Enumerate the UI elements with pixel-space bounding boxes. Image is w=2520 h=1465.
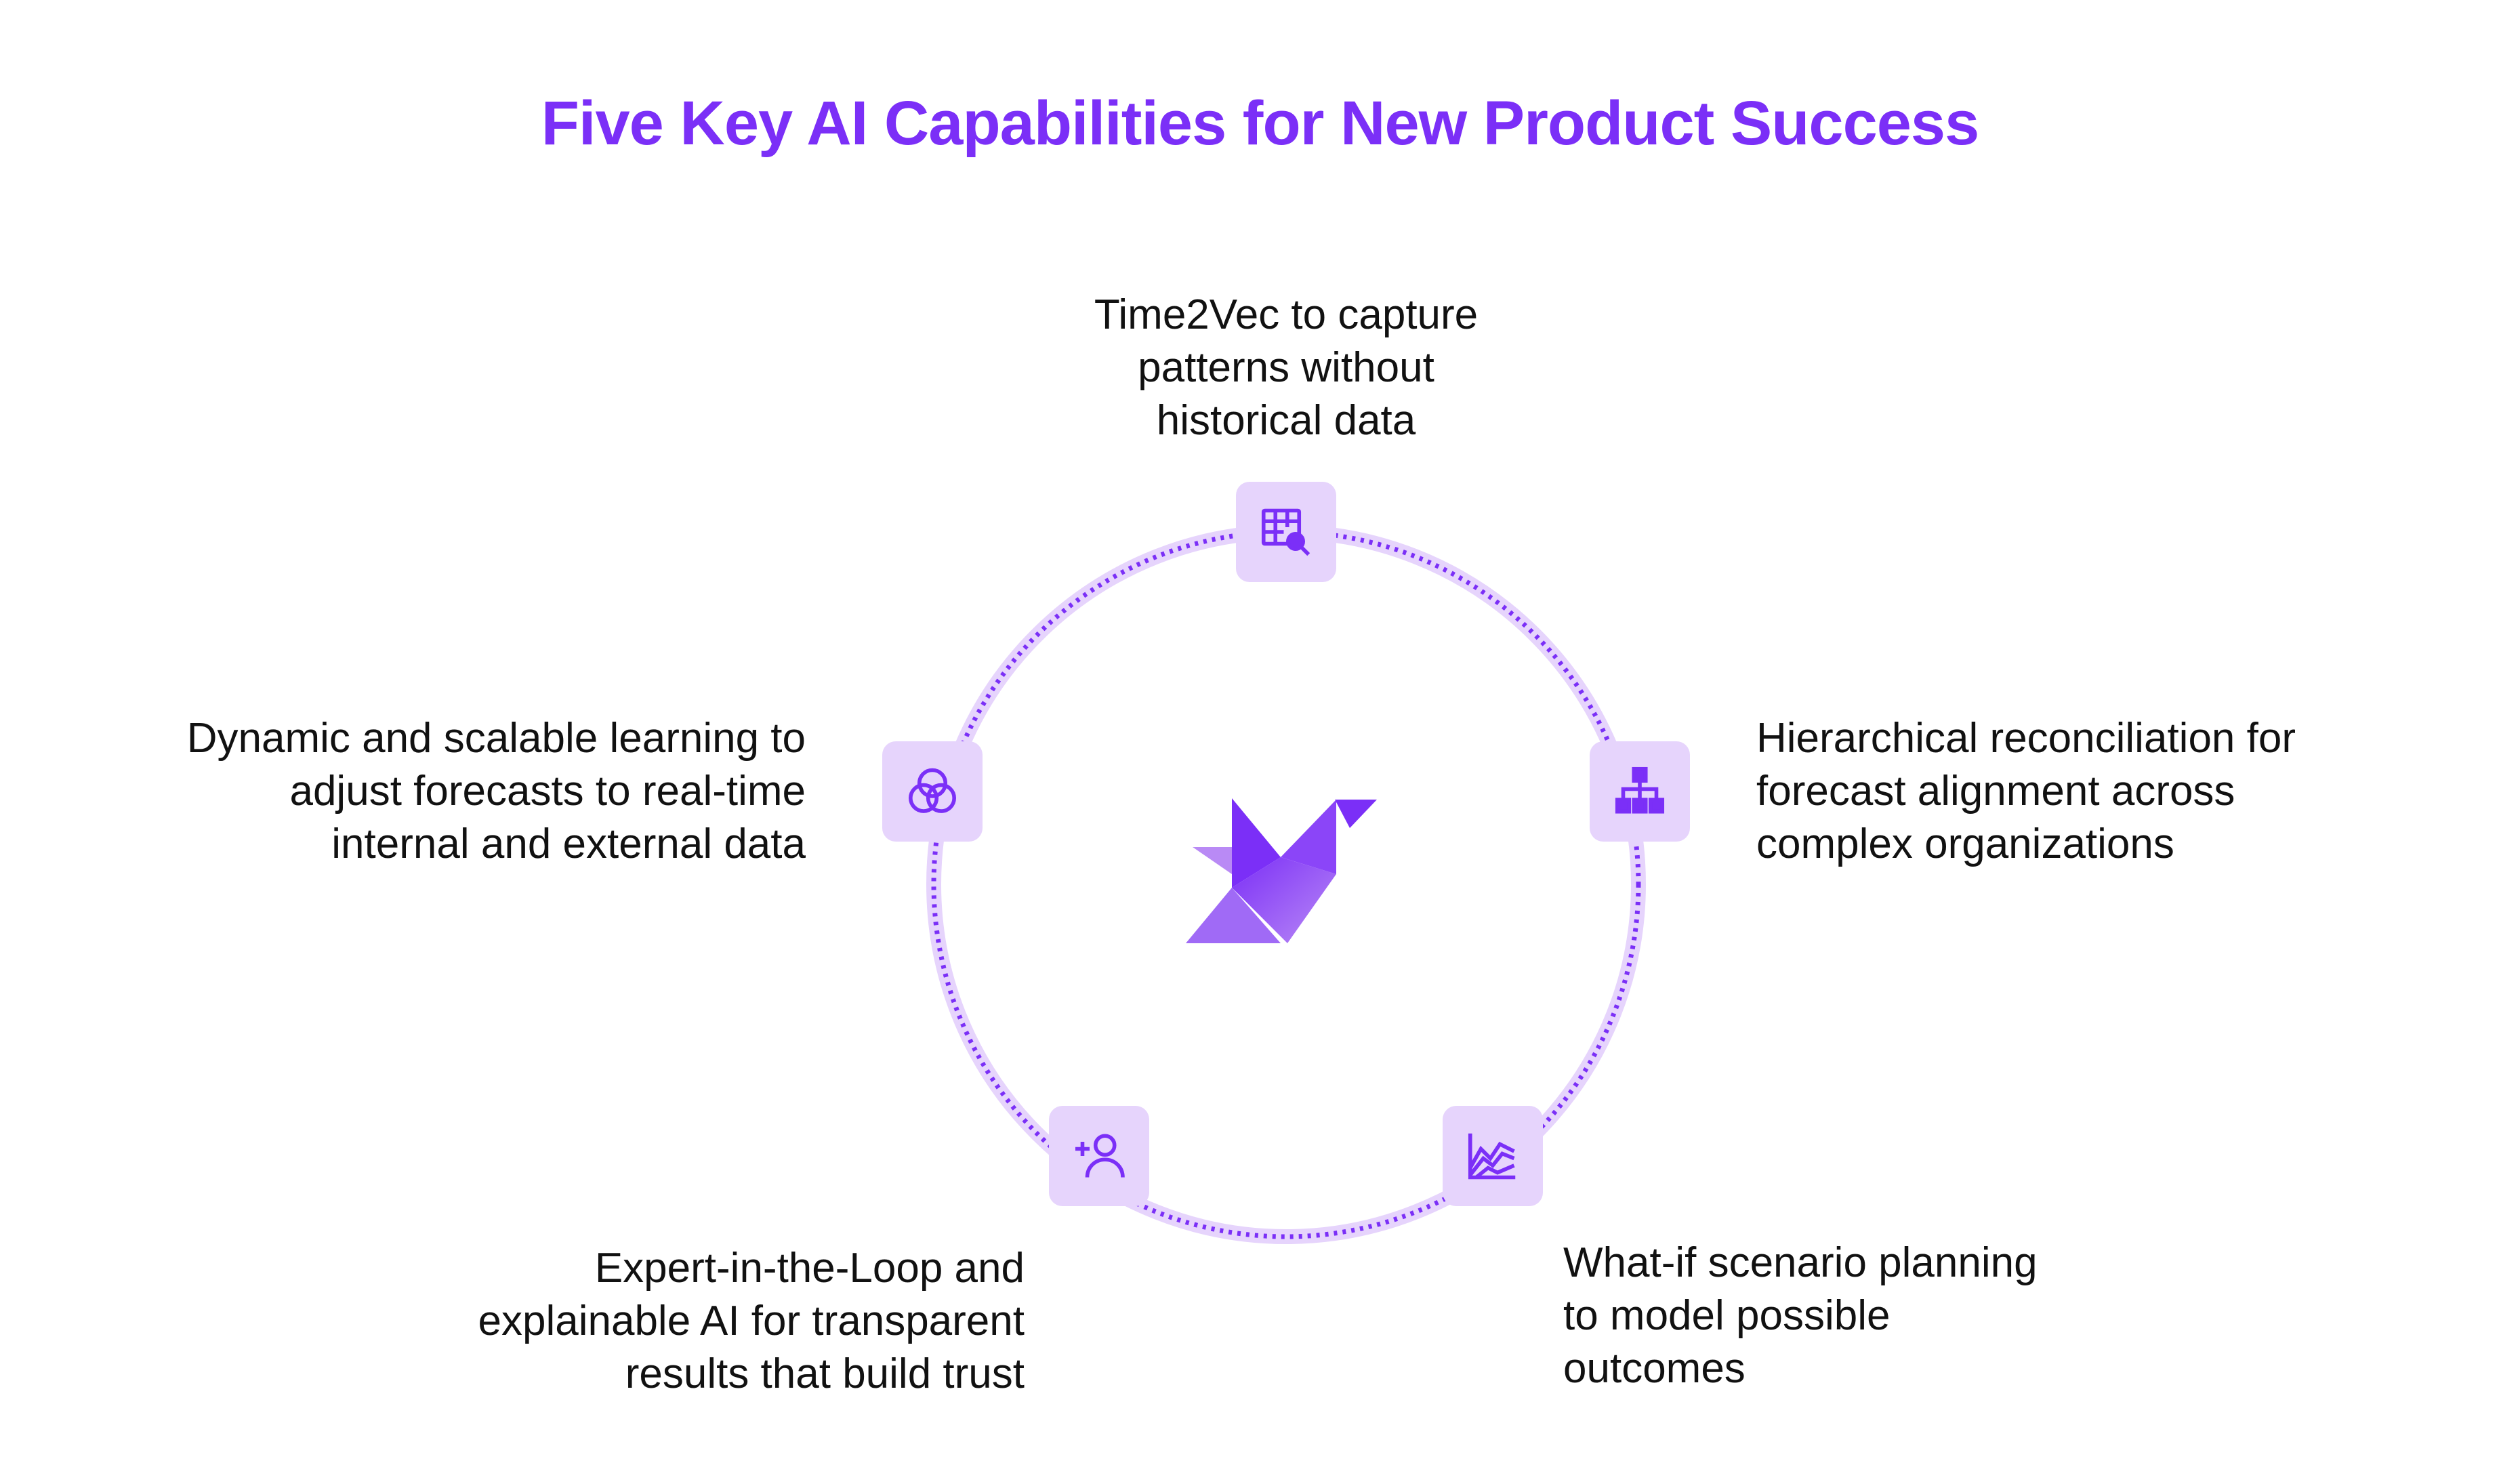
label-line: Expert-in-the-Loop and (594, 1245, 1025, 1292)
label-line: Dynamic and scalable learning to (186, 715, 806, 762)
label-hierarchical: Hierarchical reconciliation for forecast… (1756, 712, 2296, 871)
node-hierarchical (1590, 741, 1690, 842)
label-dynamic: Dynamic and scalable learning to adjust … (187, 712, 806, 871)
label-line: Hierarchical reconciliation for (1756, 715, 2296, 762)
venn-circles-icon (909, 768, 956, 813)
diagram-title: Five Key AI Capabilities for New Product… (541, 89, 1980, 158)
node-what-if (1443, 1106, 1543, 1206)
label-line: What-if scenario planning (1563, 1239, 2038, 1286)
label-line: forecast alignment across (1756, 768, 2235, 814)
label-line: explainable AI for transparent (478, 1298, 1025, 1344)
label-expert: Expert-in-the-Loop and explainable AI fo… (478, 1242, 1025, 1401)
label-time2vec: Time2Vec to capture patterns without his… (1015, 289, 1557, 447)
label-line: historical data (1156, 397, 1416, 444)
label-line: complex organizations (1756, 821, 2174, 867)
add-user-icon (1075, 1134, 1125, 1178)
label-line: results that build trust (625, 1350, 1025, 1397)
node-time2vec (1236, 482, 1336, 582)
table-search-icon (1261, 508, 1310, 556)
label-what-if: What-if scenario planning to model possi… (1563, 1237, 2038, 1395)
node-dynamic (882, 741, 983, 842)
node-expert (1049, 1106, 1149, 1206)
hierarchy-icon (1615, 766, 1665, 814)
label-line: Time2Vec to capture (1094, 291, 1479, 338)
label-line: internal and external data (331, 821, 806, 867)
label-line: outcomes (1563, 1345, 1746, 1392)
label-line: to model possible (1563, 1292, 1891, 1339)
line-chart-icon (1468, 1133, 1516, 1180)
label-line: patterns without (1138, 344, 1434, 391)
label-line: adjust forecasts to real-time (289, 768, 806, 814)
origami-bird-logo-icon (1186, 798, 1377, 943)
